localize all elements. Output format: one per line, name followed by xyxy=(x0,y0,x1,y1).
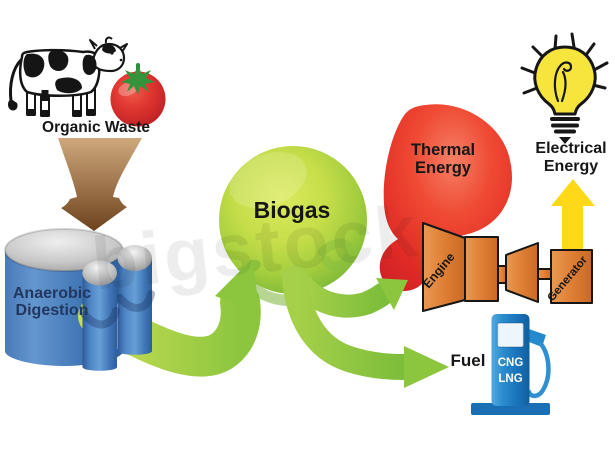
lng-label: LNG xyxy=(498,373,522,385)
flow-arrow-biogas-to-fuel xyxy=(282,265,449,388)
engine-generator-icon xyxy=(422,222,593,312)
electrical-line-1: Electrical xyxy=(535,140,607,157)
cow-icon xyxy=(8,36,128,117)
light-bulb-icon xyxy=(520,32,609,144)
cng-label: CNG xyxy=(498,357,524,369)
organic-waste-label: Organic Waste xyxy=(42,119,150,136)
thermal-line-1: Thermal xyxy=(410,141,476,159)
electrical-energy-label: Electrical Energy xyxy=(516,140,615,176)
anaerobic-line-2: Digestion xyxy=(15,302,89,319)
anaerobic-line-1: Anaerobic xyxy=(12,285,92,302)
biogas-label: Biogas xyxy=(253,197,331,223)
fuel-pump-icon: CNG LNG xyxy=(471,314,551,415)
heat-blob-icon xyxy=(379,104,512,292)
flow-arrowhead-digestion-to-biogas xyxy=(215,259,260,312)
digester-small-tanks xyxy=(81,245,155,371)
tomato-icon xyxy=(110,63,166,127)
fuel-label: Fuel xyxy=(450,351,486,370)
electrical-line-2: Energy xyxy=(543,158,599,175)
thermal-line-2: Energy xyxy=(415,159,471,177)
flow-arrow-waste-to-digester xyxy=(58,138,142,231)
biogas-sphere xyxy=(219,146,367,306)
flow-arrow-biogas-to-engine xyxy=(291,274,408,318)
flow-arrow-generator-to-electrical xyxy=(551,179,595,249)
thermal-energy-label: Thermal Energy xyxy=(393,141,493,177)
anaerobic-digestion-label: Anaerobic Digestion xyxy=(4,285,100,319)
